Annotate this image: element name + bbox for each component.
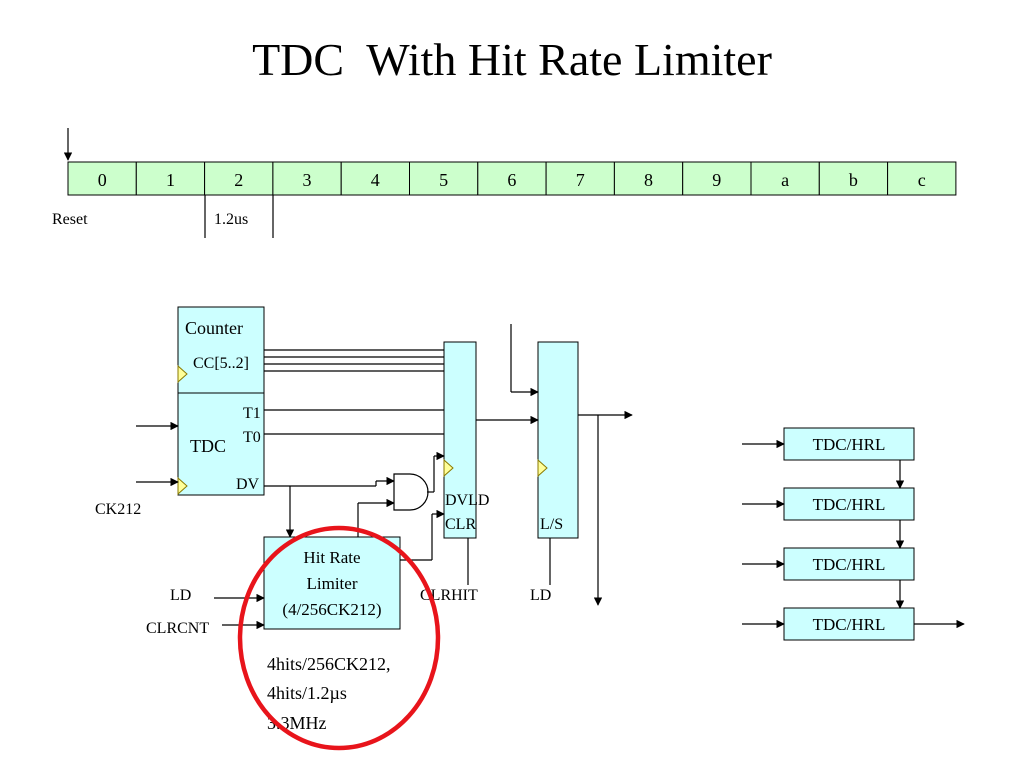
timeline-cell: [409, 161, 479, 196]
timeline-cell-label: 0: [98, 170, 107, 190]
hrl-line3: (4/256CK212): [282, 600, 381, 619]
timeline: 0 1 2 3 4 5 6 7 8 9 a b c Reset 1.2us: [52, 128, 957, 238]
tdc-hrl-chain: TDC/HRL TDC/HRL TDC/HRL TDC/HRL: [742, 427, 965, 641]
clrhit-label: CLRHIT: [420, 587, 478, 604]
counter-block: Counter CC[5..2]: [177, 306, 265, 394]
timeline-cell-label: a: [781, 170, 789, 190]
timeline-cell-label: b: [849, 170, 858, 190]
timeline-cells: 0 1 2 3 4 5 6 7 8 9 a b c: [67, 161, 957, 196]
slide-title: TDC With Hit Rate Limiter: [252, 34, 772, 85]
chain-label-4: TDC/HRL: [813, 615, 886, 634]
note-1: 4hits/256CK212,: [267, 654, 391, 674]
hrl-clrcnt-label: CLRCNT: [146, 620, 209, 637]
ls-ld-label: LD: [530, 587, 551, 604]
dvld-register: DVLD CLR CLRHIT: [420, 341, 489, 604]
counter-label: Counter: [185, 318, 243, 338]
timeline-cell-label: 4: [371, 170, 380, 190]
chain-label-3: TDC/HRL: [813, 555, 886, 574]
timeline-cell-label: 9: [712, 170, 721, 190]
counter-output-label: CC[5..2]: [193, 355, 249, 372]
tdc-label: TDC: [190, 436, 226, 456]
timeline-cell-label: 6: [507, 170, 516, 190]
chain-label-1: TDC/HRL: [813, 435, 886, 454]
timeline-cell: [545, 161, 615, 196]
t1-label: T1: [243, 405, 261, 422]
dv-path: [264, 451, 445, 561]
reset-label: Reset: [52, 211, 88, 228]
and-gate-icon: [393, 473, 429, 511]
dvld-label: DVLD: [445, 492, 489, 509]
timeline-cell-label: 5: [439, 170, 448, 190]
timeline-cell-label: 1: [166, 170, 175, 190]
chain-label-2: TDC/HRL: [813, 495, 886, 514]
bus-wires: [264, 349, 444, 435]
note-2: 4hits/1.2µs: [267, 683, 347, 703]
hrl-ld-label: LD: [170, 587, 191, 604]
ls-register: L/S LD: [476, 324, 633, 606]
timeline-cell: [67, 161, 137, 196]
chain-box-3: [783, 547, 915, 581]
timeline-cell-label: 3: [303, 170, 312, 190]
notes: 4hits/256CK212, 4hits/1.2µs 3.3MHz: [267, 654, 391, 733]
ls-clock-icon: [537, 458, 548, 478]
tdc-block: TDC T1 T0 DV CK212: [95, 392, 265, 518]
chain-box-1: [783, 427, 915, 461]
clr-label: CLR: [445, 516, 476, 533]
timeline-cell-label: 8: [644, 170, 653, 190]
timeline-cell: [613, 161, 684, 196]
hit-rate-limiter: Hit Rate Limiter (4/256CK212) LD CLRCNT: [146, 536, 401, 637]
chain-box-4: [783, 607, 915, 641]
timeline-cell-label: 2: [234, 170, 243, 190]
counter-box: [177, 306, 265, 394]
timeline-cell-label: 7: [576, 170, 585, 190]
hrl-line2: Limiter: [307, 574, 358, 593]
time-label: 1.2us: [214, 211, 248, 228]
ls-register-box: [537, 341, 579, 539]
ck212-label: CK212: [95, 501, 141, 518]
timeline-cell: [750, 161, 820, 196]
ls-label: L/S: [540, 516, 563, 533]
hrl-line1: Hit Rate: [303, 548, 360, 567]
dvld-register-box: [443, 341, 477, 539]
timeline-cell: [340, 161, 411, 196]
highlight-circle: [237, 525, 441, 751]
timeline-cell: [204, 161, 274, 196]
timeline-cell: [818, 161, 889, 196]
chain-box-2: [783, 487, 915, 521]
t0-label: T0: [243, 429, 261, 446]
dvld-clock-icon: [443, 458, 454, 478]
timeline-cell: [887, 161, 957, 196]
timeline-cell: [682, 161, 752, 196]
dv-label: DV: [236, 476, 260, 493]
timeline-cell: [135, 161, 206, 196]
counter-clock-icon: [177, 364, 188, 384]
timeline-cell: [477, 161, 547, 196]
tdc-box: [177, 392, 265, 496]
hrl-box: [263, 536, 401, 630]
timeline-cell-label: c: [918, 170, 926, 190]
